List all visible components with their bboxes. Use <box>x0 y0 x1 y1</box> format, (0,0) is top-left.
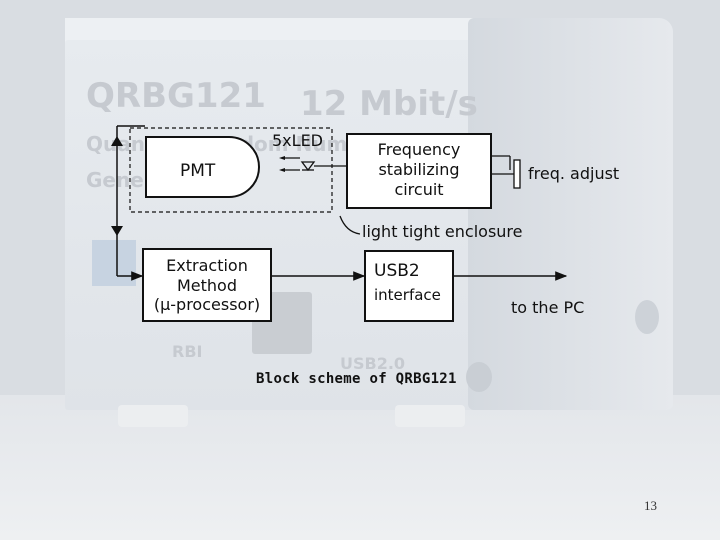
ghost-port-label-right: USB2.0 <box>340 354 406 373</box>
extraction-method-block <box>142 248 272 322</box>
to-pc-label: to the PC <box>511 298 585 317</box>
interface-label: interface <box>374 286 441 304</box>
led-diode-icon <box>300 161 316 172</box>
extraction-label: Extraction <box>166 256 248 275</box>
device-foot <box>118 405 188 427</box>
ghost-model-label: QRBG121 <box>86 76 266 116</box>
led-label: 5xLED <box>272 131 323 150</box>
ghost-port-label-left: RBI <box>172 342 203 361</box>
microprocessor-label: (μ-processor) <box>153 295 261 314</box>
led-window <box>92 240 136 286</box>
ghost-rate-label: 12 Mbit/s <box>300 84 478 124</box>
pmt-label: PMT <box>180 161 216 181</box>
page-number: 13 <box>644 498 657 513</box>
usb-label: USB2 <box>374 261 420 281</box>
screw-icon <box>466 362 492 392</box>
stabilizing-label: stabilizing <box>378 160 460 179</box>
enclosure-callout-line <box>339 215 361 235</box>
method-label: Method <box>176 276 237 295</box>
rail-up-arrow <box>111 136 123 146</box>
screw-icon <box>635 300 659 334</box>
device-top <box>65 18 475 44</box>
rail-down-arrow <box>111 226 123 236</box>
frequency-stabilizer-block <box>346 133 492 209</box>
usb-interface-block <box>364 250 454 322</box>
pmt-block <box>145 136 260 198</box>
potentiometer-icon <box>513 159 521 189</box>
device-foot <box>395 405 465 427</box>
circuit-label: circuit <box>394 180 444 199</box>
device-side-panel <box>468 18 673 410</box>
enclosure-outline <box>129 127 333 213</box>
frequency-label: Frequency <box>377 140 461 159</box>
enclosure-label: light tight enclosure <box>362 222 523 241</box>
figure-caption: Block scheme of QRBG121 <box>256 371 457 387</box>
freq-adjust-label: freq. adjust <box>528 164 620 183</box>
